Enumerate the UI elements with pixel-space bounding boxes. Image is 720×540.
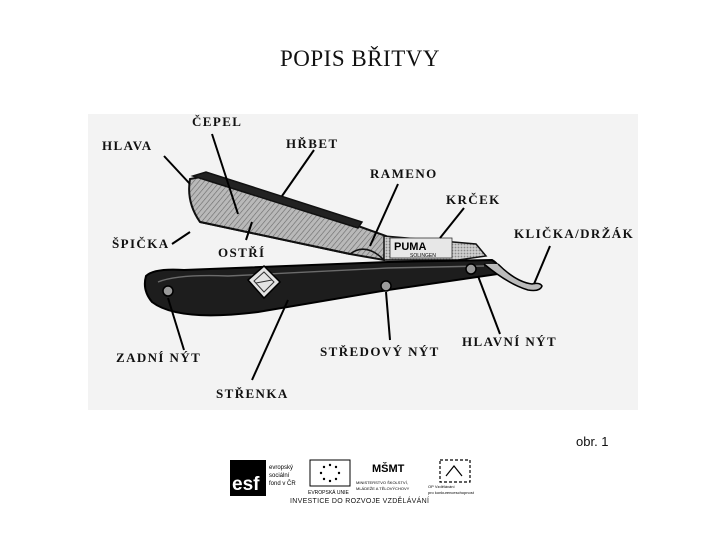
msmt-text-1: MINISTERSTVO ŠKOLSTVÍ,: [356, 480, 408, 485]
razor-diagram: PUMA SOLINGEN: [88, 114, 638, 410]
handle-emblem: [246, 264, 282, 300]
esf-mark: esf: [232, 474, 260, 495]
blade-shoulder: [349, 248, 385, 261]
esf-logo: esf evropský sociální fond v ČR: [230, 460, 296, 496]
middle-rivet: [380, 280, 392, 292]
op-logo: OP Vzdělávání pro konkurenceschopnost: [428, 459, 475, 495]
msmt-text-2: MLÁDEŽE A TĚLOVÝCHOVY: [356, 486, 410, 491]
blade-spine: [190, 171, 364, 229]
msmt-logo: MŠMT MINISTERSTVO ŠKOLSTVÍ, MLÁDEŽE A TĚ…: [356, 462, 410, 491]
label-hlavni-nyt: HLAVNÍ NÝT: [462, 334, 558, 349]
footer-logos: esf evropský sociální fond v ČR EVROPSKÁ…: [230, 459, 475, 496]
esf-text-2: sociální: [269, 473, 290, 479]
handle-highlight: [157, 265, 485, 283]
leader-lines: [163, 133, 551, 381]
blade-edge: [199, 221, 351, 255]
label-spicka: ŠPIČKA: [112, 236, 170, 251]
label-zadni-nyt: ZADNÍ NÝT: [116, 350, 202, 365]
label-rameno: RAMENO: [370, 166, 438, 181]
eu-flag-logo: EVROPSKÁ UNIE: [308, 459, 351, 496]
tang-hook: [483, 263, 543, 292]
handle: [143, 258, 501, 317]
blade-stamp: PUMA SOLINGEN: [389, 237, 453, 259]
figure-caption: obr. 1: [576, 434, 609, 449]
blade: PUMA SOLINGEN: [188, 171, 488, 262]
label-krcek: KRČEK: [446, 192, 501, 207]
handle-scale: [143, 258, 501, 317]
label-ostri: OSTŘÍ: [218, 245, 266, 260]
esf-text-1: evropský: [269, 465, 293, 471]
label-klicka: KLIČKA/DRŽÁK: [514, 226, 635, 241]
msmt-mark: MŠMT: [372, 462, 405, 475]
label-stredovy-nyt: STŘEDOVÝ NÝT: [320, 344, 440, 359]
label-hrbet: HŘBET: [286, 136, 339, 151]
blade-sub: SOLINGEN: [410, 253, 436, 259]
esf-text-3: fond v ČR: [269, 480, 296, 487]
rear-rivet: [162, 285, 174, 297]
eu-text: EVROPSKÁ UNIE: [308, 489, 350, 496]
eu-stars-icon: [319, 463, 341, 483]
op-text-1: OP Vzdělávání: [428, 484, 455, 489]
op-text-2: pro konkurenceschopnost: [428, 490, 475, 495]
label-strenka: STŘENKA: [216, 386, 289, 401]
label-cepel: ČEPEL: [192, 114, 243, 129]
label-hlava: HLAVA: [102, 138, 153, 153]
pivot-rivet: [465, 263, 477, 275]
footer-strip-text: INVESTICE DO ROZVOJE VZDĚLÁVÁNÍ: [290, 498, 430, 505]
blade-brand: PUMA: [394, 241, 426, 253]
page-title: POPIS BŘITVY: [279, 46, 440, 71]
